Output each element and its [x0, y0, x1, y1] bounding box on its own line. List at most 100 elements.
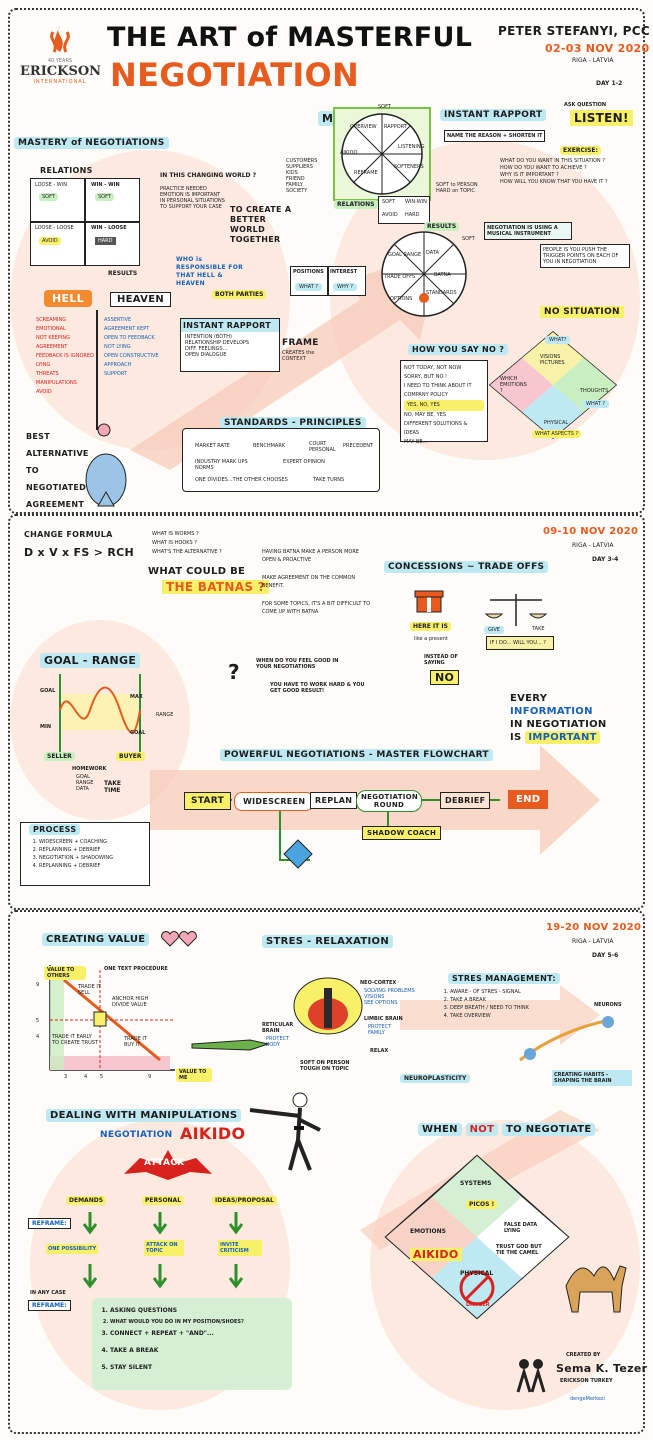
tag-soft: SOFT: [95, 193, 114, 201]
change-formula-heading: CHANGE FORMULA: [24, 530, 113, 539]
quad-physical: PHYSICAL: [460, 1270, 494, 1277]
standard-item: PRECEDENT: [343, 443, 374, 449]
list-item: SORRY, BUT NO !: [404, 374, 447, 380]
flow-negotiation-round: NEGOTIATION ROUND: [356, 790, 422, 812]
change-formula: D x V x FS > RCH: [24, 546, 135, 559]
brain-neo-list: SOLVING PROBLEMS VISIONS SEE OPTIONS: [364, 988, 415, 1006]
buyer-label: BUYER: [116, 752, 145, 761]
both-parties: BOTH PARTIES: [212, 290, 267, 299]
scale-icon: [484, 594, 548, 626]
positions-box: POSITIONS INTEREST WHAT ? WHY ?: [290, 266, 366, 296]
brain-limbic-list: PROTECT FAMILY: [368, 1024, 391, 1036]
info-word: IMPORTANT: [525, 731, 600, 744]
quad-false-data: FALSE DATA LYING: [504, 1222, 538, 1234]
better-world: TO CREATE A BETTER WORLD TOGETHER: [230, 205, 292, 244]
wheel-label: SOFTENERS: [394, 164, 424, 170]
author: PETER STEFANYI, PCC: [498, 24, 650, 38]
rapport-list: INTENTION (BOTH) RELATIONSHIP DEVELOPS D…: [181, 332, 279, 360]
list-item: FRIEND: [286, 176, 305, 182]
list-item: SOCIETY: [286, 188, 308, 194]
stres-mgmt-heading: STRES MANAGEMENT:: [448, 973, 560, 984]
date-day34: 09-10 NOV 2020: [543, 526, 639, 537]
trade-sell: TRADE IT SELL: [78, 984, 101, 996]
place-day34: RIGA - LATVIA: [572, 542, 614, 549]
wheel-label: GOAL RANGE: [388, 252, 421, 258]
list-item: DIFF. FEELINGS...: [185, 346, 228, 352]
list-item: LYING: [36, 362, 51, 368]
exercise-label: EXERCISE:: [560, 146, 601, 155]
attack-label: ATTACK: [144, 1158, 185, 1168]
list-item: ASSERTIVE: [104, 317, 132, 323]
brain-reticular-list: PROTECT BODY: [266, 1036, 289, 1048]
col-demands: DEMANDS: [66, 1196, 107, 1205]
wheel-label: RAPPORT: [384, 124, 407, 130]
quad-systems: SYSTEMS: [460, 1180, 492, 1187]
section-day-1-2: [8, 8, 645, 514]
flow-replan: REPLAN: [310, 792, 358, 809]
crocodile-icon: [191, 1039, 270, 1051]
attack-burst: [124, 1150, 212, 1180]
wheel-label: TRADE OFFS: [384, 274, 416, 280]
results-tag: RESULTS: [424, 222, 460, 231]
process-title: PROCESS: [21, 823, 149, 836]
value-others: VALUE TO OTHERS: [44, 966, 86, 980]
list-item: PRACTICE NEEDED: [160, 186, 207, 192]
col-ideas: IDEAS/PROPOSAL: [212, 1196, 277, 1205]
frame-label: FRAME: [282, 338, 319, 348]
stres-mgmt-list: AWARE - OF STRES - SIGNAL TAKE A BREAK D…: [438, 988, 590, 1020]
quad-emotions: EMOTIONS: [410, 1228, 446, 1235]
wheel-label: SOFT: [378, 104, 391, 110]
reframe2-label: REFRAME:: [28, 1300, 71, 1311]
one-text: ONE TEXT PROCEDURE: [104, 966, 168, 972]
negotiation-label: NEGOTIATION: [100, 1130, 173, 1140]
hell-label: HELL: [44, 290, 92, 307]
diamond-label: WHICH EMOTIONS ?: [500, 376, 527, 394]
value-chart: [49, 965, 175, 1071]
brain-label: RETICULAR BRAIN: [262, 1022, 294, 1034]
map-wheel: [333, 107, 431, 201]
here-it-is: HERE IT IS: [410, 622, 451, 631]
response-2: ATTACK ON TOPIC: [144, 1240, 184, 1256]
who-responsible: WHO is RESPONSIBLE FOR THAT HELL & HEAVE…: [176, 256, 244, 287]
wheel-label: OVERVIEW: [350, 124, 377, 130]
list-item: PROTECT: [266, 1036, 290, 1042]
tag-avoid: AVOID: [39, 237, 61, 245]
list-item: SUPPLIERS: [286, 164, 313, 170]
wheel-label: LISTENING: [398, 144, 425, 150]
why-label: WHY ?: [333, 283, 358, 291]
mastery-heading: MASTERY of NEGOTIATIONS: [14, 137, 169, 149]
not-negotiate-diamond: [384, 1154, 570, 1320]
flame-icon: [50, 26, 70, 53]
list-item: CONNECT + REPEAT + "AND"...: [110, 1325, 292, 1342]
feel-good: WHEN DO YOU FEEL GOOD IN YOUR NEGOTIATIO…: [256, 658, 339, 670]
day-label-56: DAY 5-6: [592, 952, 619, 959]
batna-line: AGREEMENT: [26, 500, 85, 509]
goal-label: GOAL: [130, 730, 146, 736]
logo: 40 YEARS ERICKSON INTERNATIONAL: [20, 24, 101, 85]
standard-item: COURT PERSONAL: [309, 441, 336, 453]
list-item: RANGE: [76, 780, 94, 786]
list-item: HOW WILL YOU KNOW THAT YOU HAVE IT ?: [500, 179, 608, 185]
info-word: INFORMATION: [510, 706, 593, 717]
neurons-icon: [519, 1016, 614, 1062]
manip-heading: DEALING WITH MANIPULATIONS: [46, 1109, 242, 1122]
instant-rapport-box: INSTANT RAPPORT INTENTION (BOTH) RELATIO…: [180, 318, 280, 372]
wheel-label: AIKIDO: [340, 150, 358, 156]
any-case: IN ANY CASE: [30, 1290, 66, 1296]
camel-icon: [565, 1265, 627, 1313]
question-icon: ?: [228, 660, 240, 684]
diamond-label: WHAT?: [545, 336, 571, 344]
y-tick: 4: [36, 1034, 40, 1040]
list-item: NO, MAY BE, YES: [404, 412, 446, 418]
interest-label: INTEREST: [330, 269, 358, 275]
list-item: AVOID: [36, 389, 52, 395]
take-label: TAKE: [532, 626, 545, 632]
list-item: OPEN TO FEEDBACK: [104, 335, 155, 341]
batna-line: TO: [26, 466, 39, 475]
info-important: EVERY INFORMATION IN NEGOTIATION IS IMPO…: [510, 692, 610, 744]
list-item: WHY IS IT IMPORTANT ?: [500, 172, 559, 178]
wheel-label: SOFT: [462, 236, 475, 242]
list-item: SOLVING PROBLEMS: [364, 988, 415, 994]
trade-buy: TRADE IT BUY IT: [124, 1036, 147, 1048]
list-item: SUPPORT: [104, 371, 127, 377]
